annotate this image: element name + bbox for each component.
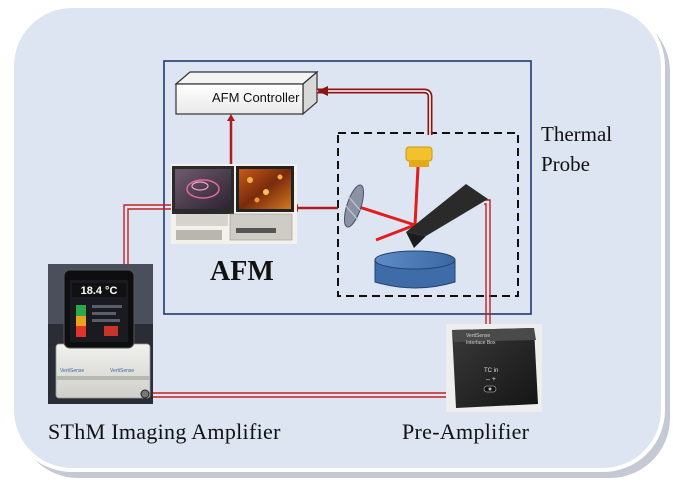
thermal-probe-label: Thermal Probe [541,119,612,179]
temperature-readout: 18.4 °C [81,285,118,297]
mirror-icon [343,184,365,228]
afm-controller-box [174,70,319,116]
monitor-screens [171,164,297,244]
imaging-amplifier-device: VertiSense VertiSense 18.4 °C [48,264,153,404]
svg-text:VertiSense: VertiSense [110,368,134,374]
svg-text:– +: – + [486,376,496,383]
pre-amplifier-label: Pre-Amplifier [402,419,530,444]
interface-box-title: Interface Box [466,340,496,346]
thermal-probe-region [337,132,519,297]
afm-label: AFM [210,256,274,287]
laser-beams [355,166,420,242]
afm-frame [163,60,532,315]
laser-source-icon [405,146,433,167]
thermal-probe-label-line1: Thermal [541,122,613,146]
cantilever-icon [406,184,488,248]
interface-box-port-label: TC in [484,368,498,374]
imaging-amplifier-label: SThM Imaging Amplifier [48,419,281,444]
sample-stage-icon [374,250,456,289]
afm-controller-label: AFM Controller [212,90,300,105]
interface-box-brand: VertiSense [466,333,490,339]
thermal-probe-label-line2: Probe [541,152,590,176]
pre-amplifier-box: VertiSense Interface Box TC in – + [446,324,542,412]
svg-text:VertiSense: VertiSense [60,368,84,374]
